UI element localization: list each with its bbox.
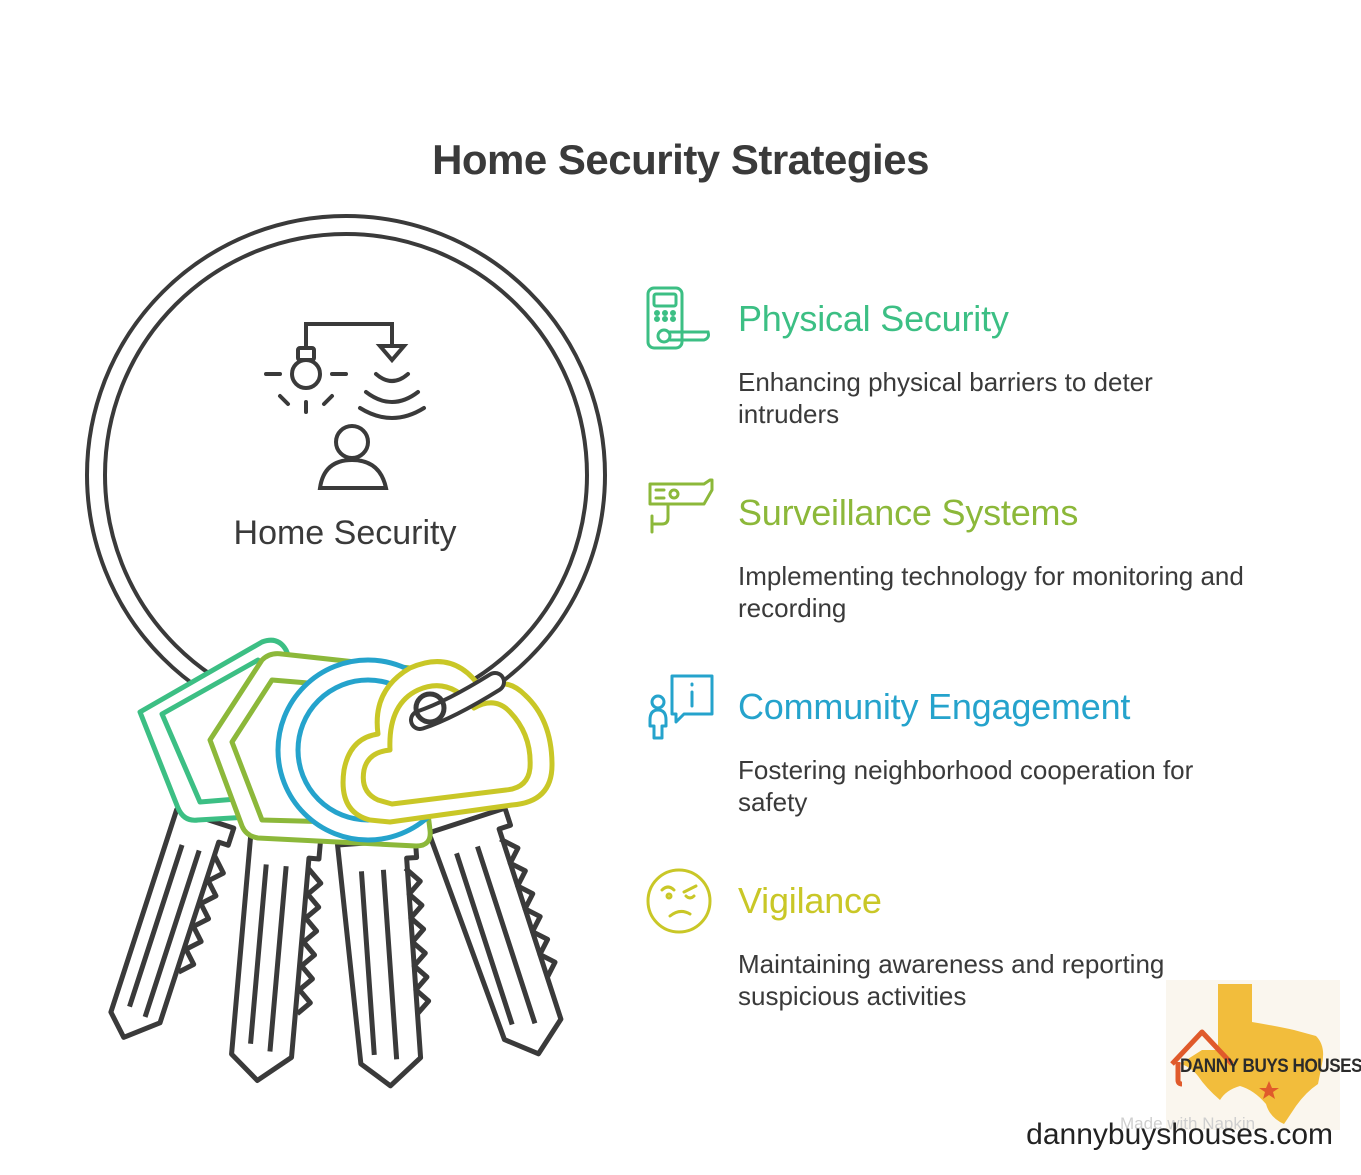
logo-text: DANNY BUYS HOUSES [1180,1056,1361,1077]
item-description: Enhancing physical barriers to deter int… [738,367,1153,429]
key-4 [426,805,564,1057]
item-physical-security: Physical Security Enhancing physical bar… [738,298,1258,430]
item-title: Physical Security [738,298,1009,339]
page-title: Home Security Strategies [432,136,929,183]
key-1 [108,807,237,1040]
key-2 [229,832,324,1083]
suspicious-face-icon [646,868,712,934]
person-info-icon [648,674,714,740]
item-title: Vigilance [738,880,882,921]
item-surveillance-systems: Surveillance Systems Implementing techno… [738,492,1258,624]
texas-map-icon [1170,984,1324,1124]
tag-hole [413,691,447,725]
item-vigilance: Vigilance Maintaining awareness and repo… [738,880,1258,1012]
website-url[interactable]: dannybuyshouses.com [1026,1118,1333,1151]
smart-lock-icon [646,286,710,350]
hub-label: Home Security [233,514,457,552]
home-sensor-icon [264,322,426,490]
item-title: Surveillance Systems [738,492,1079,533]
item-description: Maintaining awareness and reporting susp… [738,949,1165,1011]
security-camera-icon [648,478,714,534]
key-3 [335,837,432,1089]
item-title: Community Engagement [738,686,1131,727]
danny-buys-houses-logo [1166,980,1340,1130]
yellow-key-tag [340,659,555,825]
credit-watermark: Made with Napkin [1120,1114,1256,1133]
key-ring-inner [89,218,603,732]
item-community-engagement: Community Engagement Fostering neighborh… [738,686,1258,818]
item-description: Implementing technology for monitoring a… [738,561,1244,623]
item-description: Fostering neighborhood cooperation for s… [738,755,1194,817]
